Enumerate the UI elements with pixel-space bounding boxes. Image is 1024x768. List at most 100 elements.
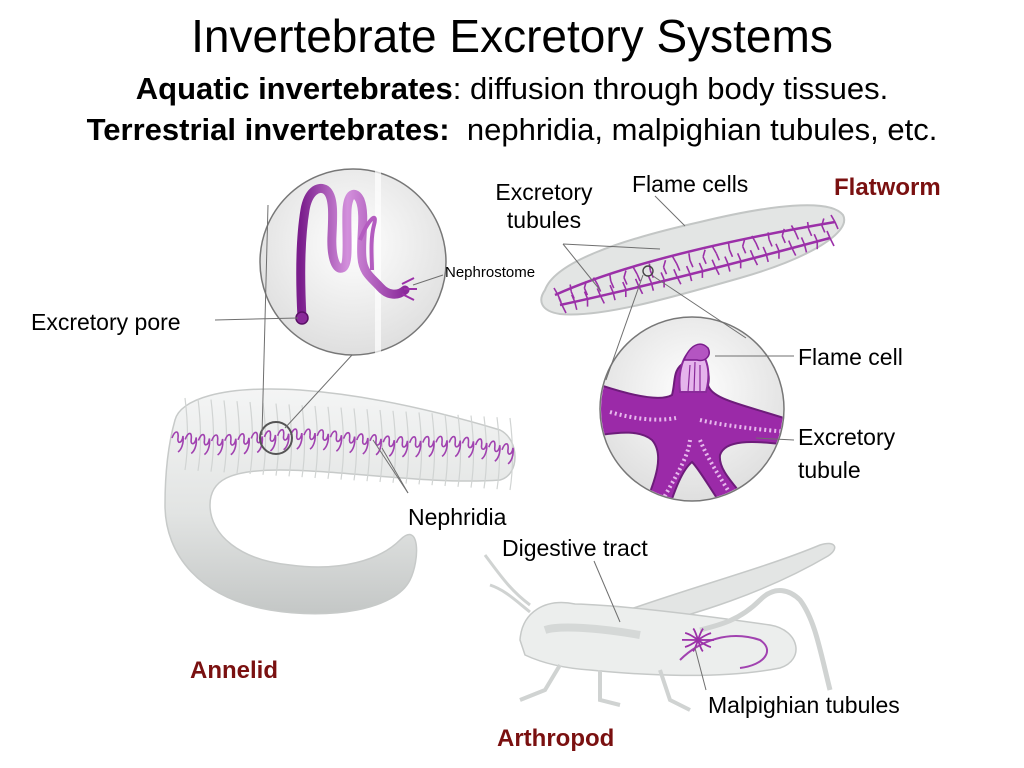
flatworm-tubule-branch: [830, 214, 836, 223]
flatworm-tubule-branch: [676, 275, 682, 285]
annelid-nephridium: [395, 435, 409, 458]
label-excretory-tubule: Excretory tubule: [798, 423, 895, 484]
flatworm-tubule-branch: [775, 243, 780, 252]
flatworm-tubule-branch: [553, 287, 559, 296]
annelid-nephridium: [488, 440, 501, 462]
annelid-nephridium: [422, 435, 435, 458]
flatworm-tubule-branch: [807, 228, 813, 237]
flatworm-tubule-branch: [790, 247, 797, 256]
annelid-nephridium: [474, 438, 488, 460]
annelid-nephridium: [342, 431, 356, 454]
annelid-nephridium: [382, 435, 396, 457]
flatworm-tubule-branch: [787, 240, 793, 248]
flatworm-tubule-branch: [636, 273, 641, 282]
flatworm-tubule-branch: [583, 280, 588, 289]
malpighian-tubule: [697, 639, 712, 648]
malpighian-tubule: [692, 627, 699, 641]
flatworm-tubule-branch: [736, 253, 742, 261]
subtitle-terrestrial-text: nephridia, malpighian tubules, etc.: [449, 112, 938, 147]
subtitle-aquatic-text: : diffusion through body tissues.: [452, 71, 889, 106]
flatworm-tubule-branch: [800, 237, 806, 245]
flatworm-tubule-branch: [768, 239, 773, 247]
nephridium-detail-circle: [259, 168, 447, 356]
flatworm-tubule-branch: [599, 295, 606, 304]
label-flame-cells: Flame cells: [632, 171, 749, 197]
label-excretory-tubules-line1: Excretory: [495, 179, 593, 205]
flatworm-tubule-branch: [558, 297, 563, 306]
malpighian-tubule: [697, 632, 712, 641]
flatworm-tubule-branch: [728, 249, 734, 258]
flatworm-tubule-branch: [741, 246, 747, 254]
flatworm-tubule-branch: [672, 256, 678, 265]
flatworm-tubule-branch: [781, 228, 786, 237]
label-nephridia: Nephridia: [408, 504, 507, 530]
flatworm-tubule-branch: [790, 225, 797, 233]
flatworm-tubule-branch: [813, 233, 818, 242]
flatworm-tubule-branch: [702, 249, 706, 257]
malpighian-tubule: [684, 631, 699, 641]
annelid-nephridium: [276, 428, 290, 451]
annelid-segment-ring: [405, 411, 410, 484]
annelid-nephridium: [329, 430, 343, 452]
flatworm-tubule-branch: [673, 268, 678, 277]
organism-label-flatworm: Flatworm: [834, 174, 941, 201]
annelid-nephridium: [448, 435, 462, 458]
annelid-nephridium: [501, 443, 514, 465]
annelid-segment-ring: [431, 413, 436, 486]
flatworm-tubule-branch: [806, 221, 810, 230]
label-excretory-tubule-line2: tubule: [798, 457, 861, 483]
flatworm-tubule-branch: [675, 263, 681, 272]
flatworm-tubule-branch: [660, 272, 665, 280]
flatworm-tubule-branch: [749, 249, 755, 258]
malpighian-tubule: [697, 639, 704, 653]
flatworm-tubule-branch: [834, 221, 839, 230]
flatworm-tubule-branch: [826, 230, 831, 239]
annelid-body: [164, 388, 516, 615]
flatworm-tubule-branch: [610, 280, 615, 289]
flatworm-tubule-branch: [647, 275, 653, 283]
annelid-segment-ring: [314, 405, 319, 479]
label-excretory-pore: Excretory pore: [31, 309, 181, 335]
flatworm-tubule-branch: [752, 256, 759, 266]
malpighian-tubule: [684, 639, 699, 648]
flatworm-tubule-branch: [648, 263, 652, 271]
flatworm-tubule-branch: [561, 304, 567, 314]
annelid-segment-ring: [353, 408, 358, 481]
flatworm-tubule-branch: [829, 237, 835, 247]
subtitle-aquatic-term: Aquatic invertebrates: [135, 71, 453, 106]
annelid-nephridium: [250, 431, 264, 454]
annelid-nephridium: [171, 431, 184, 453]
annelid-nephridium: [197, 433, 211, 456]
flatworm-tubule-branch: [755, 242, 760, 251]
label-malpighian-tubules: Malpighian tubules: [708, 692, 900, 718]
annelid-segment-ring: [262, 402, 267, 475]
flatworm-tubule-branch: [751, 235, 757, 244]
flatworm-tubule-branch: [711, 245, 717, 254]
annelid-segment-ring: [444, 413, 449, 487]
flatworm-tubule-branch: [662, 266, 668, 275]
page-title: Invertebrate Excretory Systems: [191, 10, 833, 62]
flatworm-tubule-branch: [573, 301, 578, 311]
label-excretory-tubules-line2: tubules: [506, 207, 582, 233]
annelid-segment-ring: [470, 415, 475, 488]
annelid-nephridium: [263, 430, 277, 452]
flatworm-tubule-branch: [711, 259, 716, 268]
annelid-segment-ring: [457, 414, 462, 487]
flatworm-tubule-branch: [714, 266, 720, 276]
annelid-segment-ring: [340, 407, 345, 480]
annelid-nephridium: [356, 433, 369, 455]
flatworm-tubule-branch: [794, 232, 800, 240]
annelid-segment-ring: [249, 401, 254, 475]
annelid-segment-ring: [418, 412, 423, 485]
flatworm-tubule-branch: [571, 294, 576, 303]
malpighian-tubule: [692, 639, 699, 653]
flatworm-tubule-branch: [688, 253, 691, 261]
flatworm-tubule-branch: [698, 262, 704, 271]
annelid-nephridium: [184, 432, 198, 455]
annelid-nephridium: [369, 434, 382, 456]
flatworm-tubule-branch: [583, 291, 589, 299]
flatworm-tubule-branch: [592, 277, 599, 285]
label-excretory-tubules: Excretory tubules: [484, 178, 604, 234]
flatworm-tubule-branch: [803, 244, 808, 253]
flatworm-tubule-branch: [715, 252, 721, 261]
